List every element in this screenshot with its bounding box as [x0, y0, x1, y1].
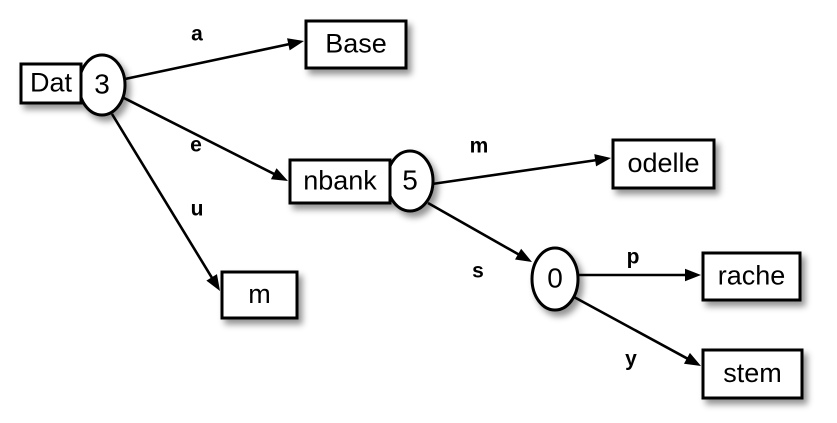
node-state-zero: 0 [547, 262, 563, 293]
node-nbank[interactable]: nbank 5 [288, 149, 435, 213]
edge-y-zero-stem[interactable] [573, 295, 701, 366]
node-label-m-leaf: m [248, 279, 271, 309]
node-state-root: 3 [94, 68, 110, 99]
node-rache[interactable]: rache [701, 251, 802, 302]
edge-label-y: y [625, 348, 637, 371]
edge-p-zero-rache[interactable] [578, 268, 701, 282]
node-shadow [530, 246, 580, 312]
edge-label-m: m [470, 135, 489, 158]
node-rect-rache [701, 251, 802, 302]
node-rect-root [19, 62, 83, 105]
node-rect-m-leaf [220, 270, 299, 320]
node-label-stem: stem [723, 358, 782, 388]
node-label-nbank: nbank [303, 166, 377, 196]
arrowhead-icon [270, 168, 288, 181]
node-shadow [701, 348, 804, 400]
edge-line [431, 158, 598, 186]
arrowhead-icon [683, 352, 701, 366]
edge-s-nbank-zero[interactable] [427, 201, 532, 262]
edge-line [123, 96, 277, 176]
node-base[interactable]: Base [304, 19, 408, 70]
edges-layer [110, 38, 701, 366]
node-label-rache: rache [718, 261, 786, 291]
edge-label-p: p [627, 246, 640, 269]
edge-a-root-base[interactable] [124, 38, 304, 81]
edge-line [124, 42, 291, 81]
edge-label-a: a [191, 23, 203, 46]
node-rect-odelle [611, 138, 716, 190]
node-rect-stem [701, 348, 804, 400]
edge-line [573, 295, 690, 361]
node-odelle[interactable]: odelle [611, 138, 716, 190]
arrowhead-icon [594, 154, 611, 167]
edge-m-nbank-odelle[interactable] [431, 154, 611, 186]
arrowhead-icon [515, 248, 532, 262]
node-m-leaf[interactable]: m [220, 270, 299, 320]
edge-label-s: s [472, 260, 484, 283]
node-stem[interactable]: stem [701, 348, 804, 400]
node-shadow [288, 149, 435, 213]
nodes-layer: Dat 3 Base m nbank 5 odelle 0 rache stem [19, 19, 804, 400]
node-shadow [304, 19, 408, 70]
arrowhead-icon [206, 274, 220, 291]
edge-e-root-nbank[interactable] [123, 96, 288, 181]
node-root[interactable]: Dat 3 [19, 53, 127, 117]
node-shadow [220, 270, 299, 320]
node-rect-base [304, 19, 408, 70]
node-label-odelle: odelle [627, 148, 699, 178]
node-shadow [611, 138, 716, 190]
node-label-base: Base [325, 29, 387, 59]
node-state-nbank: 5 [402, 164, 418, 195]
node-zero[interactable]: 0 [530, 246, 580, 312]
node-label-root: Dat [30, 68, 73, 98]
edge-label-e: e [190, 134, 202, 157]
edge-labels-layer: a e u m s p y [190, 23, 639, 371]
edge-u-root-m-leaf[interactable] [110, 113, 220, 291]
edge-label-u: u [191, 198, 204, 221]
arrowhead-icon [685, 268, 701, 282]
edge-line [427, 201, 521, 257]
arrowhead-icon [287, 38, 304, 51]
node-rect-nbank [288, 158, 392, 205]
node-shadow [19, 53, 127, 117]
node-ellipse-zero [530, 246, 580, 312]
node-shadow [701, 251, 802, 302]
edge-line [110, 113, 214, 280]
